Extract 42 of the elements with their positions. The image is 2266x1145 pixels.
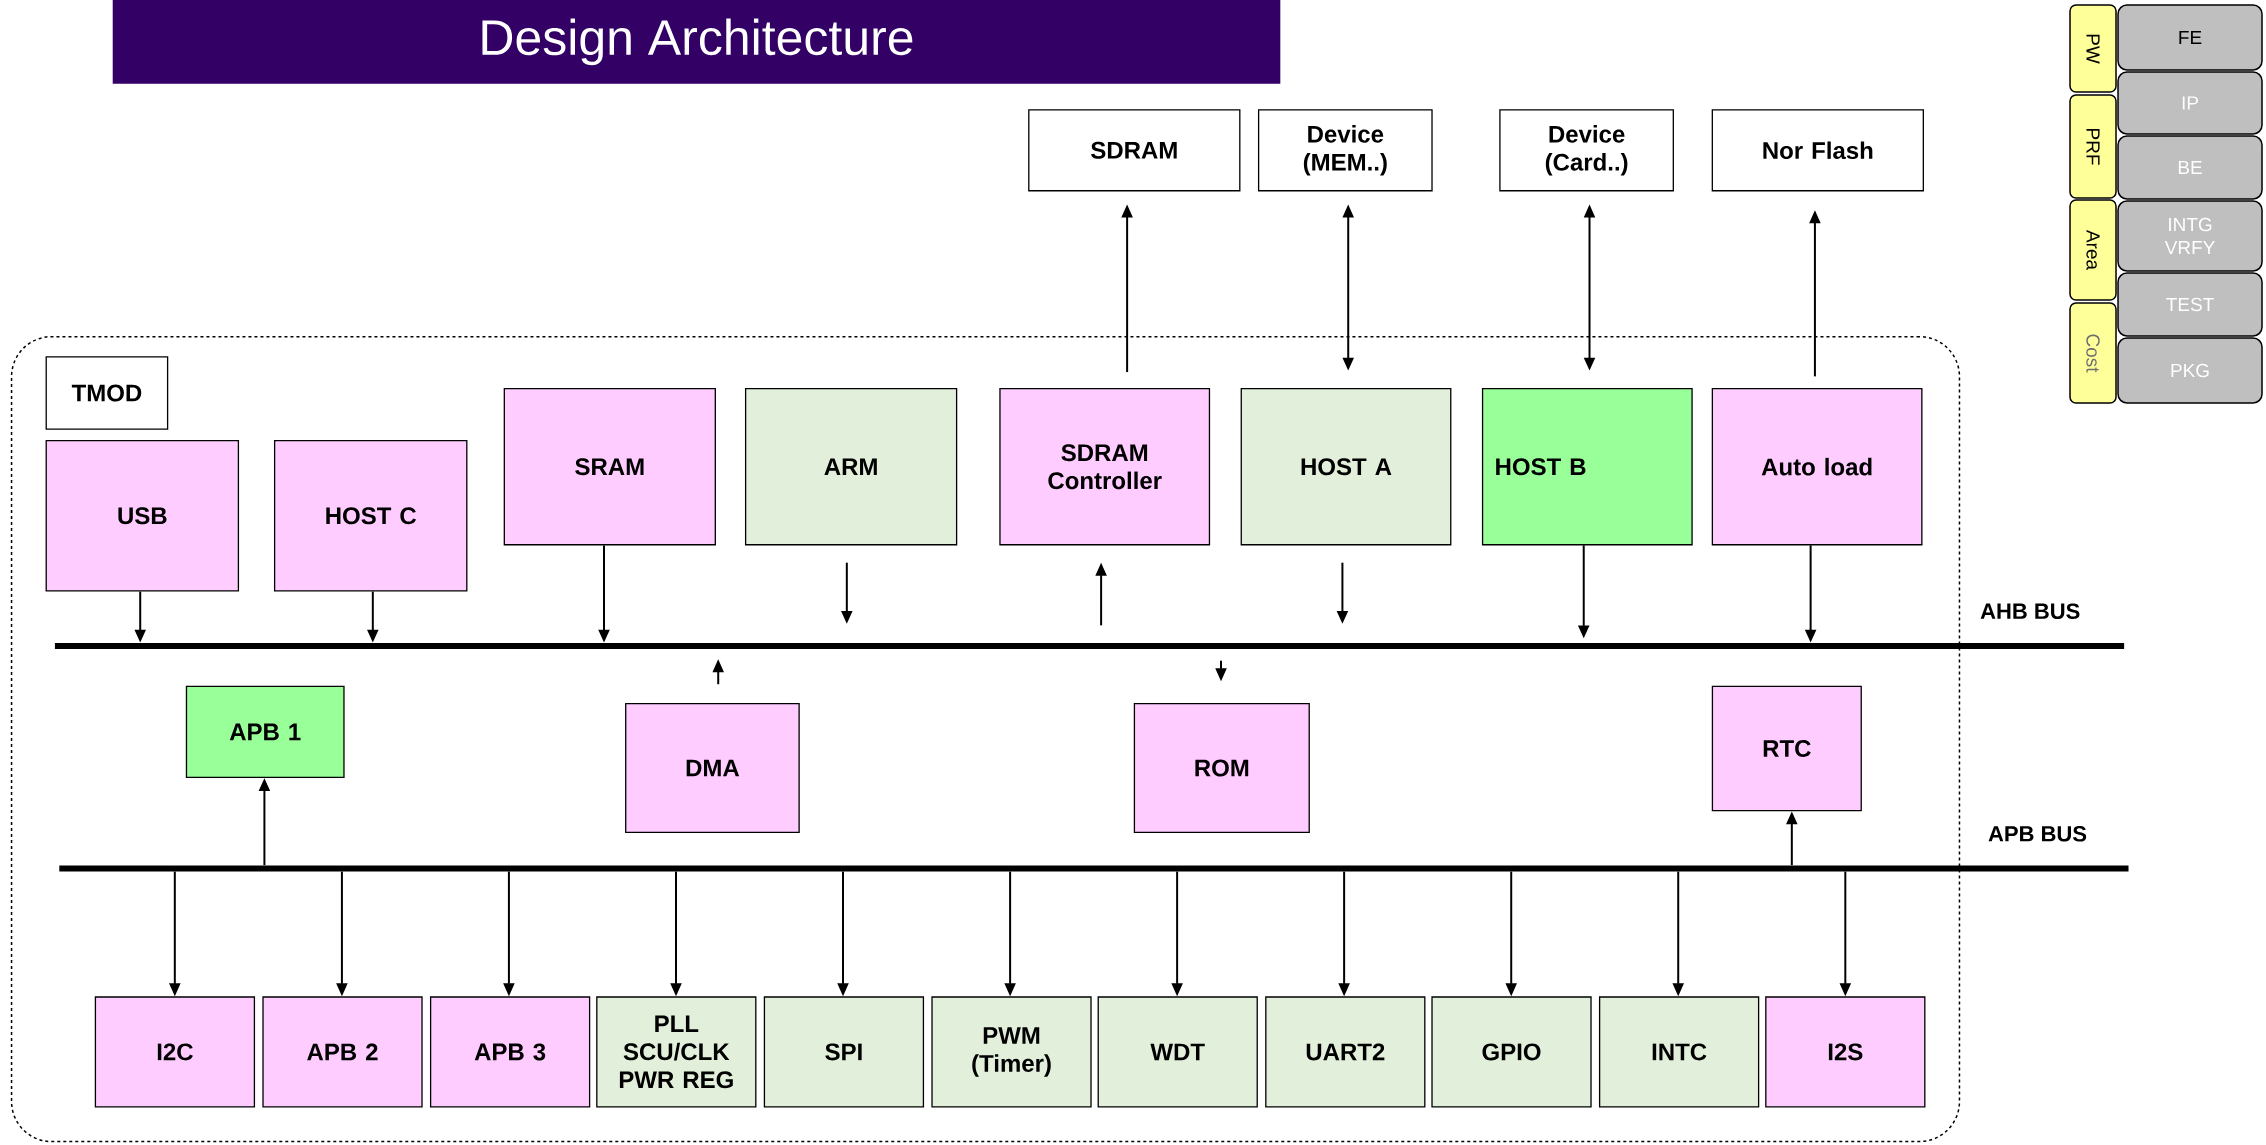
device-box: SDRAM — [1028, 109, 1241, 192]
stage-box: IP — [2117, 71, 2263, 135]
module-box: APB 2 — [262, 996, 423, 1108]
device-box: Device (MEM..) — [1257, 109, 1433, 192]
category-tab: Cost — [2069, 302, 2117, 404]
module-box: SPI — [763, 996, 925, 1108]
module-box: HOST B — [1481, 388, 1693, 546]
stage-box: INTG VRFY — [2117, 200, 2263, 272]
module-box: SRAM — [503, 388, 716, 546]
device-box: Nor Flash — [1711, 109, 1924, 192]
module-box: PWM (Timer) — [931, 996, 1092, 1108]
bus-label: AHB BUS — [1980, 603, 2080, 619]
module-box: ARM — [744, 388, 958, 546]
stage-box: TEST — [2117, 272, 2263, 337]
category-tab: Area — [2069, 199, 2117, 301]
module-box: USB — [45, 440, 240, 592]
module-box: I2C — [94, 996, 256, 1108]
title-banner: Design Architecture — [112, 0, 1281, 84]
module-box: INTC — [1598, 996, 1760, 1108]
dashed-boundary — [10, 335, 1961, 1143]
module-box: RTC — [1711, 685, 1862, 812]
module-box: WDT — [1097, 996, 1258, 1108]
module-box: DMA — [625, 703, 800, 833]
module-box: Auto load — [1711, 388, 1923, 546]
module-box: TMOD — [45, 356, 169, 430]
stage-box: FE — [2117, 4, 2263, 71]
module-box: GPIO — [1431, 996, 1592, 1108]
module-box: SDRAM Controller — [999, 388, 1211, 546]
stage-box: BE — [2117, 135, 2263, 200]
device-box: Device (Card..) — [1499, 109, 1674, 192]
module-box: HOST A — [1240, 388, 1452, 546]
module-box: APB 3 — [429, 996, 591, 1108]
module-box: UART2 — [1265, 996, 1426, 1108]
module-box: HOST C — [273, 440, 468, 592]
category-tab: PW — [2069, 4, 2117, 93]
module-box: PLL SCU/CLK PWR REG — [596, 996, 757, 1108]
stage-box: PKG — [2117, 337, 2263, 404]
bus-label: APB BUS — [1988, 826, 2087, 842]
module-box: APB 1 — [185, 685, 345, 779]
module-box: ROM — [1133, 703, 1310, 833]
category-tab: PRF — [2069, 94, 2117, 199]
module-box: I2S — [1765, 996, 1926, 1108]
